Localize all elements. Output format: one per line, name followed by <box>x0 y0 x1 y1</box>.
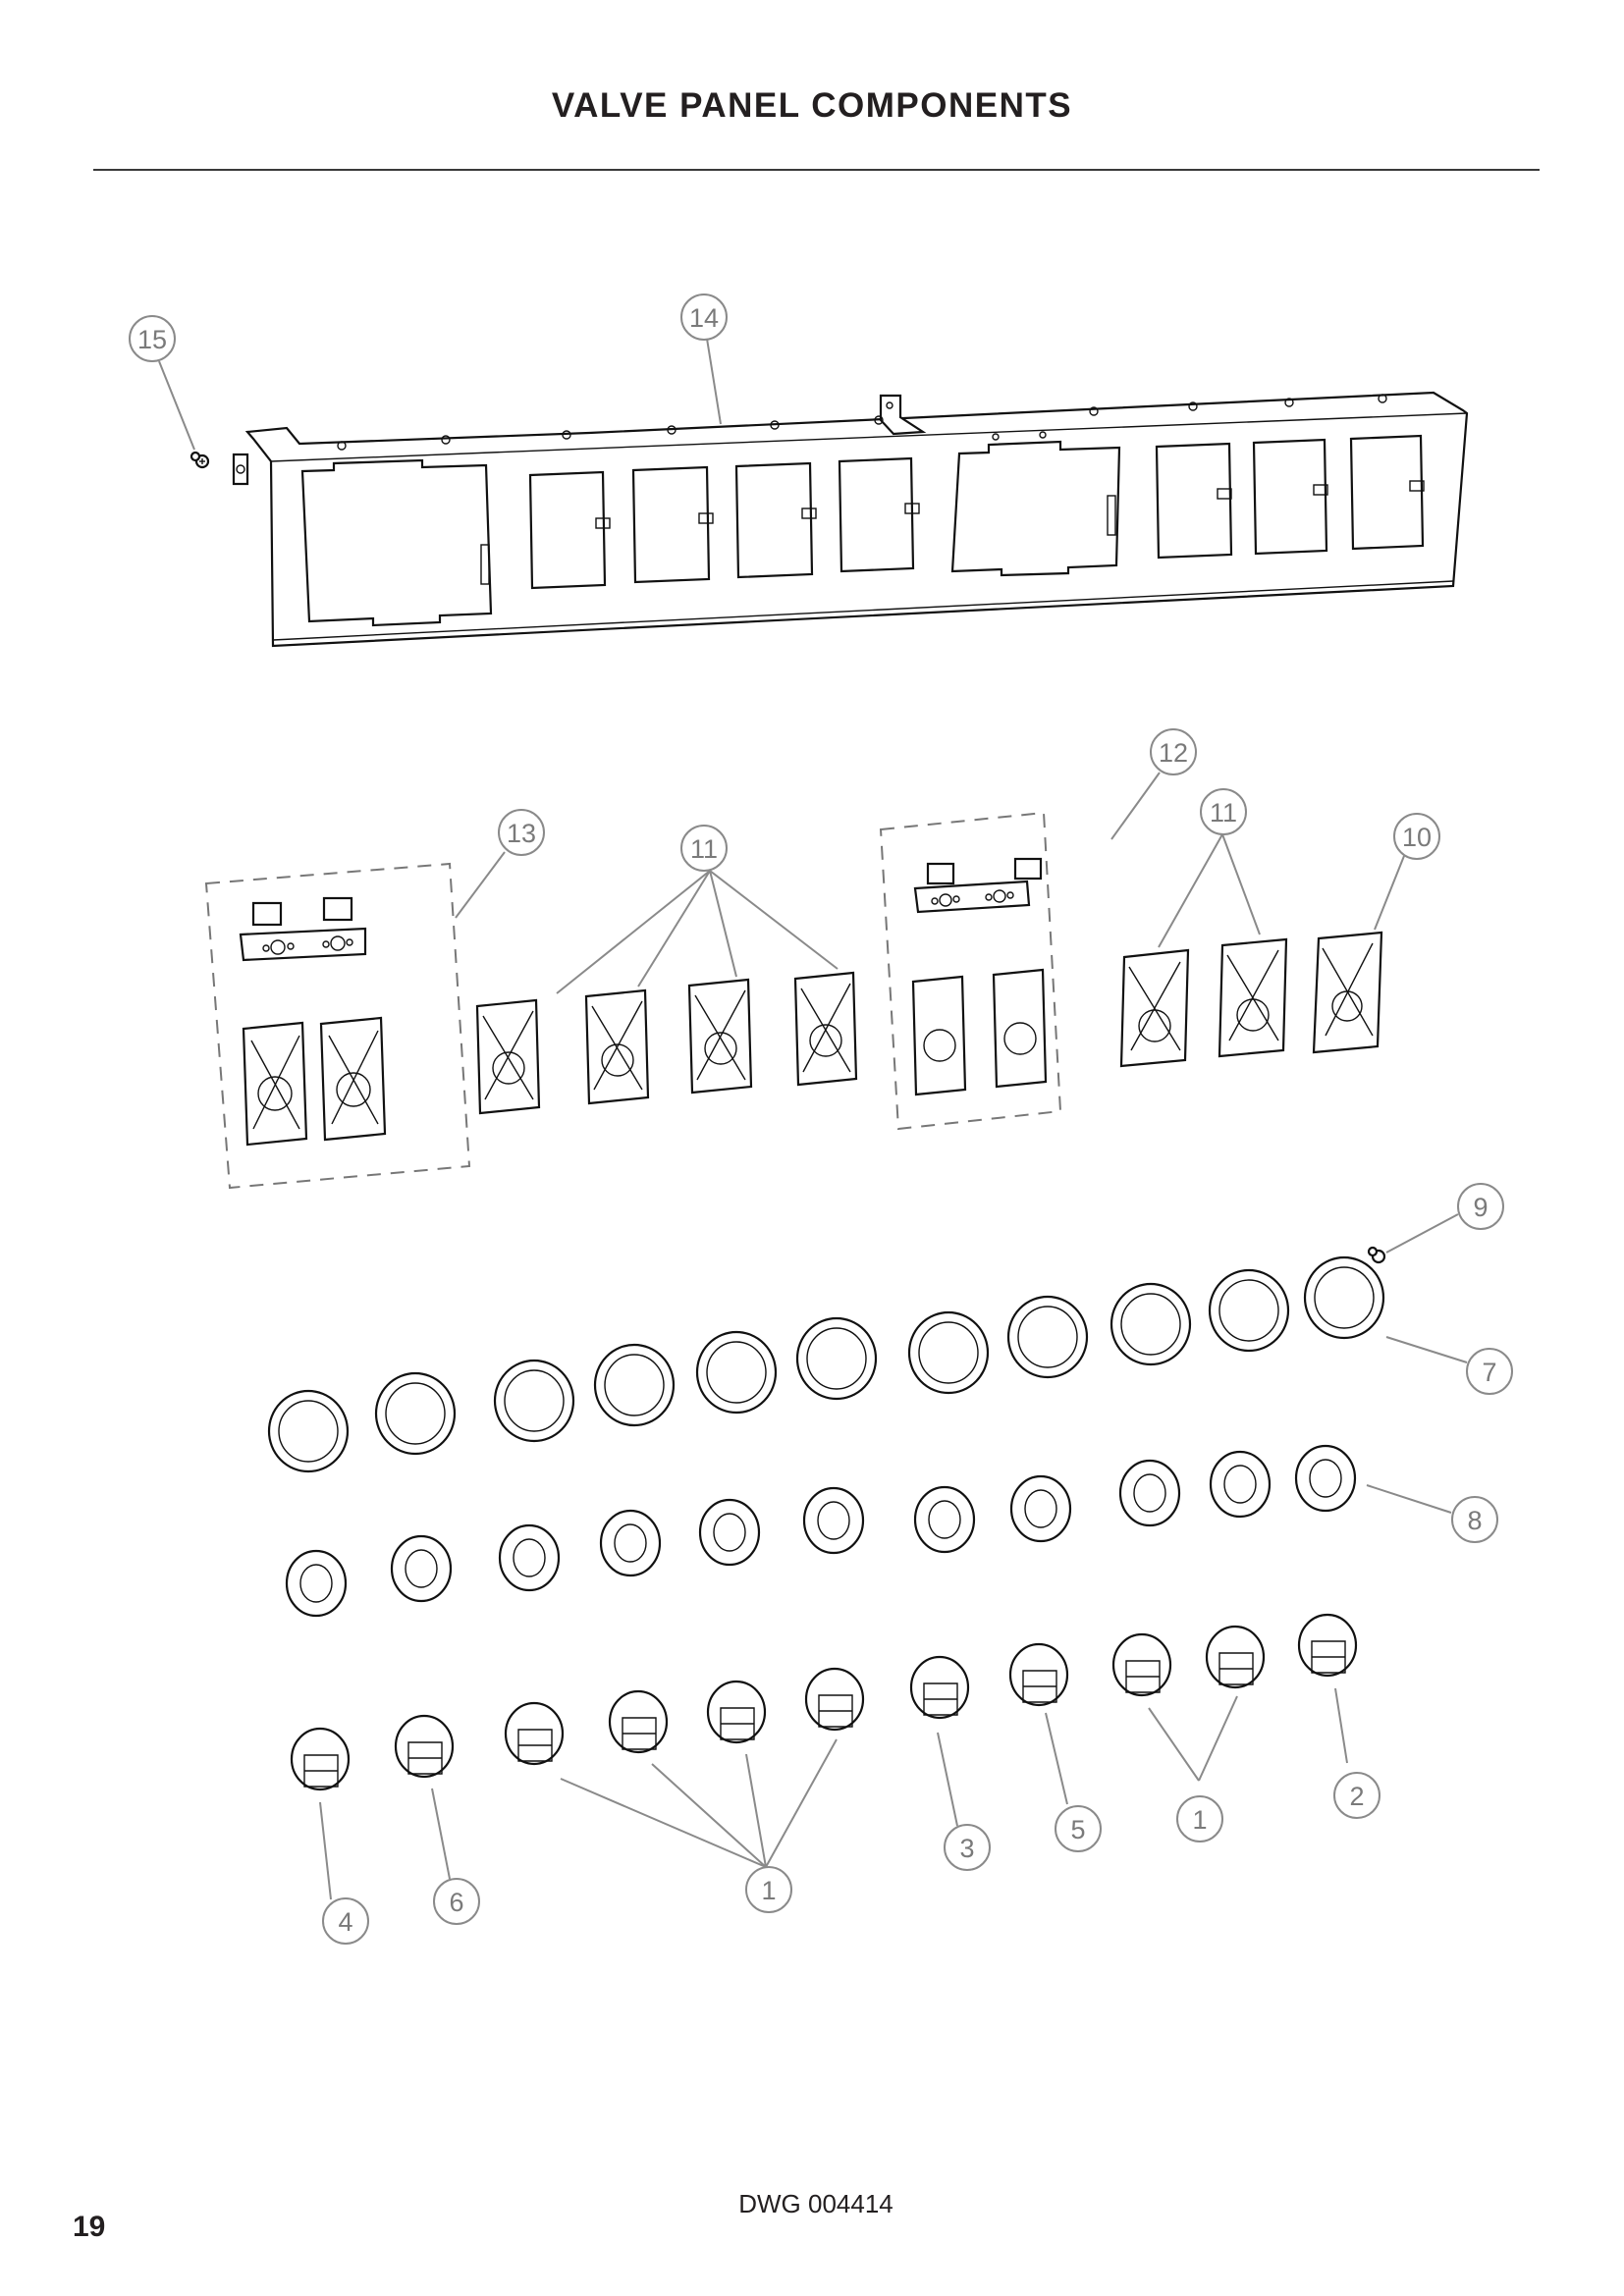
callout-15: 15 <box>129 315 176 362</box>
callout-13: 13 <box>498 809 545 856</box>
svg-text:9: 9 <box>1473 1193 1488 1222</box>
callout-4: 4 <box>322 1897 369 1945</box>
callout-8: 8 <box>1451 1496 1498 1543</box>
screw-15 <box>189 451 210 469</box>
svg-text:11: 11 <box>1210 798 1237 828</box>
svg-text:11: 11 <box>690 834 718 864</box>
valve-label-plates-right <box>1119 931 1383 1068</box>
callout-11-right: 11 <box>1200 788 1247 835</box>
svg-text:3: 3 <box>959 1834 974 1863</box>
control-knobs <box>290 1613 1358 1791</box>
svg-text:2: 2 <box>1349 1782 1364 1811</box>
switch-assembly-13 <box>204 862 471 1190</box>
page-title: VALVE PANEL COMPONENTS <box>551 86 1073 125</box>
page-number: 19 <box>73 2211 106 2243</box>
title-divider <box>93 169 1540 171</box>
callout-12: 12 <box>1150 728 1197 775</box>
valve-label-plate-10 <box>1312 931 1383 1054</box>
callout-3: 3 <box>944 1824 991 1871</box>
svg-text:8: 8 <box>1467 1506 1482 1535</box>
svg-text:6: 6 <box>449 1888 463 1917</box>
svg-text:14: 14 <box>689 303 719 333</box>
svg-text:10: 10 <box>1402 823 1432 852</box>
svg-text:13: 13 <box>507 819 536 848</box>
callout-5: 5 <box>1055 1805 1102 1852</box>
svg-text:1: 1 <box>761 1876 776 1905</box>
callout-1-right: 1 <box>1176 1795 1223 1842</box>
knob-bezels <box>267 1255 1385 1473</box>
callout-11-left: 11 <box>680 825 728 872</box>
svg-text:12: 12 <box>1159 738 1188 768</box>
screw-9 <box>1367 1246 1386 1264</box>
callout-2: 2 <box>1333 1772 1380 1819</box>
callout-1-left: 1 <box>745 1866 792 1913</box>
svg-text:15: 15 <box>137 325 167 354</box>
svg-text:4: 4 <box>338 1907 352 1937</box>
switch-assembly-12 <box>879 811 1062 1131</box>
svg-text:7: 7 <box>1482 1358 1496 1387</box>
valve-label-plates <box>242 971 858 1147</box>
callout-9: 9 <box>1457 1183 1504 1230</box>
callout-7: 7 <box>1466 1348 1513 1395</box>
drawing-number: DWG 004414 <box>738 2189 893 2218</box>
callout-6: 6 <box>433 1878 480 1925</box>
knob-spring-inserts <box>285 1444 1357 1618</box>
valve-panel <box>232 391 1469 648</box>
svg-text:5: 5 <box>1070 1815 1085 1844</box>
callout-10: 10 <box>1393 813 1440 860</box>
leader-lines <box>158 338 1468 1900</box>
callout-14: 14 <box>680 294 728 341</box>
svg-text:1: 1 <box>1192 1805 1207 1835</box>
